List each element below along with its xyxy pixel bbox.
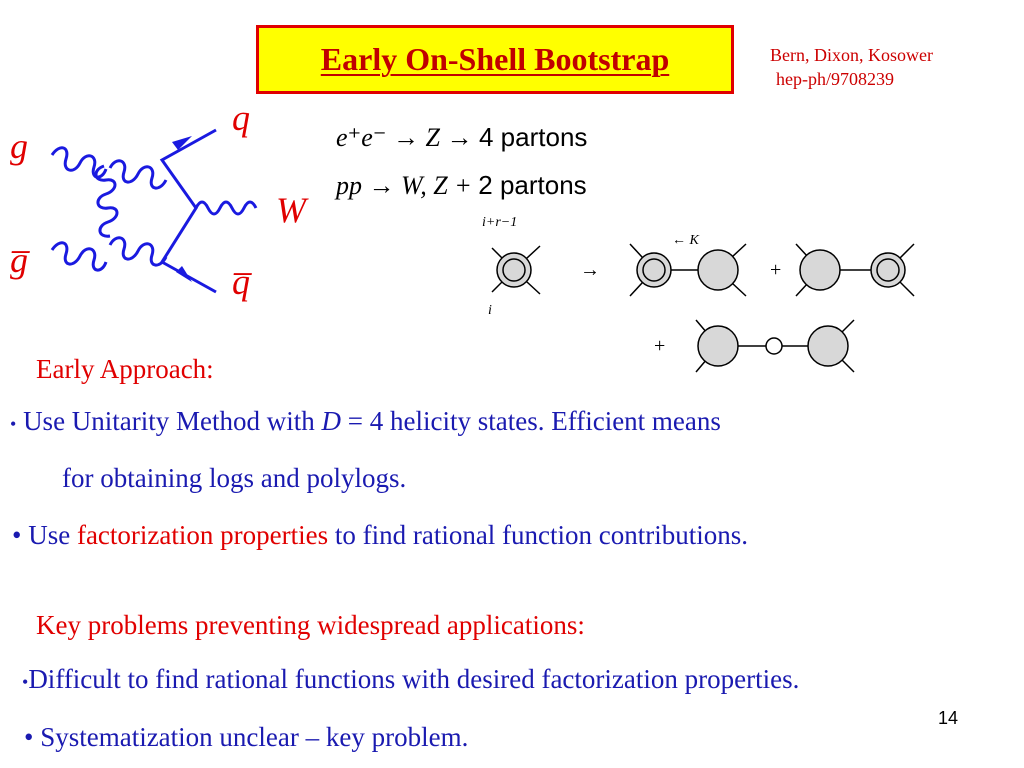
reference-arxiv: hep-ph/9708239 <box>776 69 894 89</box>
label-w: W <box>276 190 309 230</box>
process-1-rhs: 4 partons <box>479 122 588 152</box>
bullet-factorization: • Use factorization properties to find r… <box>12 520 748 551</box>
bullet-factorization-suffix: to find rational function contributions. <box>328 520 749 550</box>
process-line-2: pp → W, Z + 2 partons <box>336 170 587 201</box>
bullet-dot: • <box>22 672 29 692</box>
blob-pair-1 <box>629 243 747 297</box>
recursion-diagram: i+r−1 i → ← K + + <box>482 215 915 373</box>
page-title: Early On-Shell Bootstrap <box>320 41 670 77</box>
plus-sign-1: + <box>770 259 781 281</box>
bullet-systematization: • Systematization unclear – key problem. <box>24 722 468 753</box>
recursion-arrow: → <box>580 259 600 281</box>
bullet-dot: • <box>12 520 22 550</box>
bullet-unitarity-suffix: = 4 helicity states. Efficient means <box>341 406 721 436</box>
variable-d: D <box>321 406 342 436</box>
page-number: 14 <box>937 708 958 728</box>
bullet-unitarity-continued: for obtaining logs and polylogs. <box>62 463 407 493</box>
label-g: g <box>10 126 28 166</box>
bullet-rational-functions: •Difficult to find rational functions wi… <box>22 664 799 695</box>
bullet-factorization-prefix: Use <box>28 520 77 550</box>
recursion-top-label: i+r−1 <box>482 215 517 230</box>
quark-arrow-bottom <box>176 266 192 282</box>
process-1-lhs: e⁺e⁻ → Z → <box>336 123 473 152</box>
quark-arrow-top <box>172 136 192 150</box>
process-2-lhs: pp → W, Z + <box>336 171 472 200</box>
w-boson-line <box>194 200 258 216</box>
label-gbar: g̅ <box>10 240 31 280</box>
blob-pair-3 <box>695 319 855 373</box>
process-2-rhs: 2 partons <box>478 170 587 200</box>
reference-authors: Bern, Dixon, Kosower <box>770 45 933 65</box>
label-qbar: q̅ <box>232 262 253 302</box>
blob-lhs <box>491 245 541 295</box>
key-problems-heading: Key problems preventing widespread appli… <box>36 610 585 640</box>
process-line-1: e⁺e⁻ → Z → 4 partons <box>336 122 587 153</box>
bullet-systematization-text: Systematization unclear – key problem. <box>40 722 469 752</box>
recursion-bottom-label: i <box>488 303 492 318</box>
blob-pair-2 <box>795 243 915 297</box>
factorization-highlight: factorization properties <box>76 520 329 550</box>
gluon-line-vertical <box>94 164 119 238</box>
title-box: Early On-Shell Bootstrap <box>256 25 734 94</box>
gluon-line-top <box>50 146 168 190</box>
bullet-dot: • <box>10 414 17 434</box>
bullet-rational-text: Difficult to find rational functions wit… <box>28 664 800 694</box>
early-approach-heading: Early Approach: <box>36 354 214 384</box>
plus-sign-2: + <box>654 335 665 357</box>
quark-line <box>159 128 217 294</box>
bullet-unitarity: • Use Unitarity Method with D = 4 helici… <box>10 406 721 437</box>
k-label: ← K <box>672 233 700 248</box>
feynman-diagram: g g̅ q q̅ W <box>10 100 309 302</box>
gluon-line-bottom <box>50 236 168 272</box>
bullet-unitarity-prefix: Use Unitarity Method with <box>23 406 322 436</box>
bullet-dot: • <box>24 722 34 752</box>
label-q: q <box>232 100 250 138</box>
